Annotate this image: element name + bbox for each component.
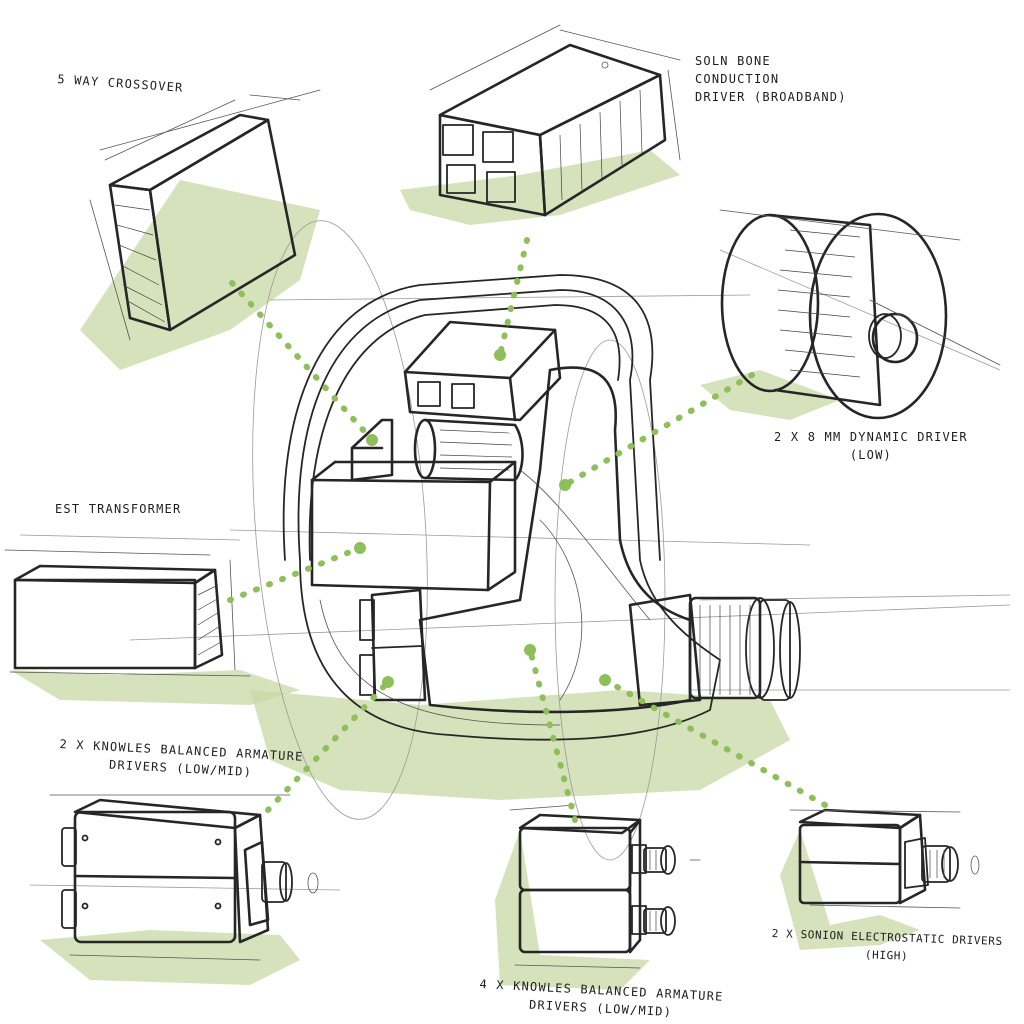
bone-conduction-sketch — [429, 24, 681, 217]
label-transformer: EST TRANSFORMER — [55, 502, 182, 516]
label-bone-conduction-line2: CONDUCTION — [695, 72, 780, 86]
crossover-sketch — [89, 89, 321, 341]
label-dynamic-driver-line1: 2 X 8 MM DYNAMIC DRIVER — [774, 430, 968, 444]
knowles4-sketch — [509, 804, 701, 969]
electrostatic-sketch — [789, 808, 980, 909]
green-wash — [10, 150, 920, 990]
label-bone-conduction: SOLN BONE CONDUCTION DRIVER (BROADBAND) — [695, 52, 847, 106]
transformer-sketch — [4, 549, 251, 677]
knowles2-sketch — [49, 794, 319, 961]
earpiece-shell — [252, 220, 801, 861]
central-components — [310, 320, 562, 702]
leader-lines — [227, 237, 828, 823]
label-dynamic-driver: 2 X 8 MM DYNAMIC DRIVER (LOW) — [774, 428, 968, 464]
label-bone-conduction-line3: DRIVER (BROADBAND) — [695, 90, 847, 104]
dynamic-driver-sketch — [719, 209, 1001, 420]
label-dynamic-driver-line2: (LOW) — [849, 448, 892, 462]
label-bone-conduction-line1: SOLN BONE — [695, 54, 771, 68]
